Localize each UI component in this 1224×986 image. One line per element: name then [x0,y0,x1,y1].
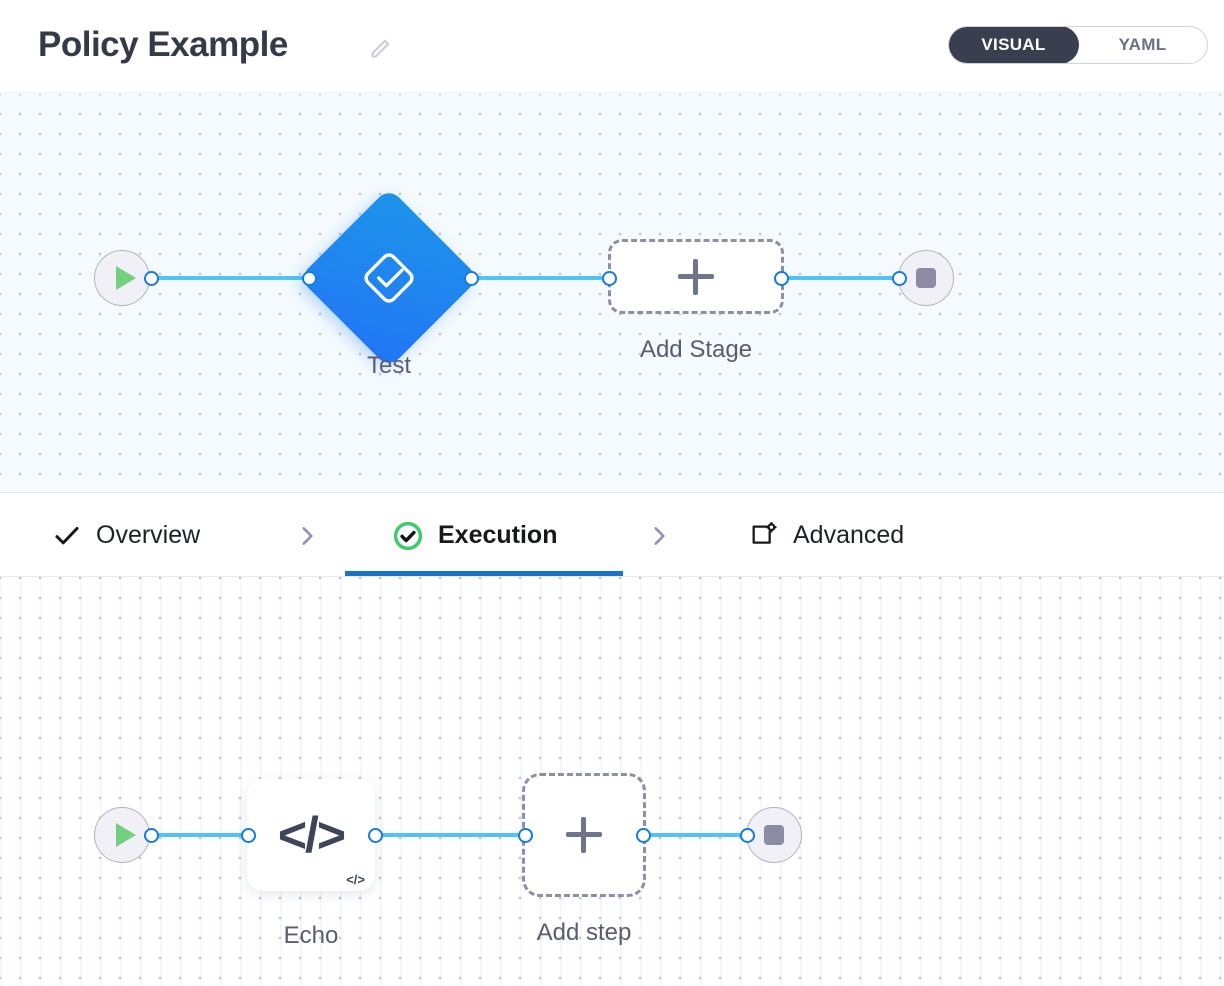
plus-icon [566,817,602,853]
port-end-in[interactable] [892,271,907,286]
port-step-start-out[interactable] [144,828,159,843]
stage-config-tabs: Overview Execution A [0,492,1224,577]
edge-start-to-test [150,276,315,280]
edge-addstage-to-end [778,276,906,280]
add-step-label: Add step [536,919,632,946]
pencil-icon[interactable] [367,36,393,62]
tab-label-execution: Execution [438,521,558,549]
step-end-node[interactable] [746,807,802,863]
port-echo-out[interactable] [368,828,383,843]
tab-overview[interactable]: Overview [40,493,212,578]
port-addstep-in[interactable] [518,828,533,843]
step-label-echo: Echo [283,922,339,949]
edge-start-to-echo [150,833,256,837]
add-stage-label: Add Stage [639,336,753,363]
port-addstep-out[interactable] [636,828,651,843]
stage-canvas[interactable]: Test Add Stage [0,94,1224,492]
active-tab-indicator [345,571,623,576]
stage-end-node[interactable] [898,250,954,306]
tab-label-overview: Overview [96,521,201,549]
stop-icon [764,825,784,845]
port-addstage-out[interactable] [774,271,789,286]
edge-addstep-to-end [640,833,756,837]
tab-separator-1 [294,493,320,578]
chevron-right-icon [302,526,313,545]
port-test-in[interactable] [302,271,317,286]
stop-icon [916,268,936,288]
port-echo-in[interactable] [241,828,256,843]
tab-label-advanced: Advanced [793,521,905,549]
window-gear-icon [752,521,777,544]
chevron-right-icon [654,526,665,545]
plus-icon [678,258,714,295]
port-start-out[interactable] [144,271,159,286]
page-title: Policy Example [38,25,288,64]
play-icon [115,823,136,847]
edge-echo-to-addstep [372,833,532,837]
check-circle-icon [393,521,423,550]
port-test-out[interactable] [464,271,479,286]
view-mode-toggle[interactable]: VISUAL YAML [948,26,1208,64]
page-header: Policy Example VISUAL YAML [0,0,1224,93]
stage-node-test[interactable] [298,187,480,369]
add-step-button[interactable] [522,773,646,897]
toggle-option-visual[interactable]: VISUAL [949,27,1079,63]
edge-test-to-addstage [468,276,616,280]
add-stage-button[interactable] [608,239,784,314]
check-diamond-icon [364,253,414,303]
step-canvas[interactable]: </> </> Echo Add step [0,577,1224,986]
stage-label-test: Test [366,352,411,379]
play-icon [115,266,136,290]
step-start-node[interactable] [94,807,150,863]
code-icon: </> [277,807,346,863]
stage-diamond[interactable] [298,187,480,369]
tab-advanced[interactable]: Advanced [735,493,916,578]
stage-start-node[interactable] [94,250,150,306]
tab-execution[interactable]: Execution [380,493,569,578]
port-addstage-in[interactable] [602,271,617,286]
port-step-end-in[interactable] [740,828,755,843]
step-node-echo[interactable]: </> </> [247,779,375,891]
check-icon [55,526,79,544]
toggle-option-yaml[interactable]: YAML [1118,35,1167,54]
code-badge-icon: </> [346,872,365,887]
tab-separator-2 [646,493,672,578]
